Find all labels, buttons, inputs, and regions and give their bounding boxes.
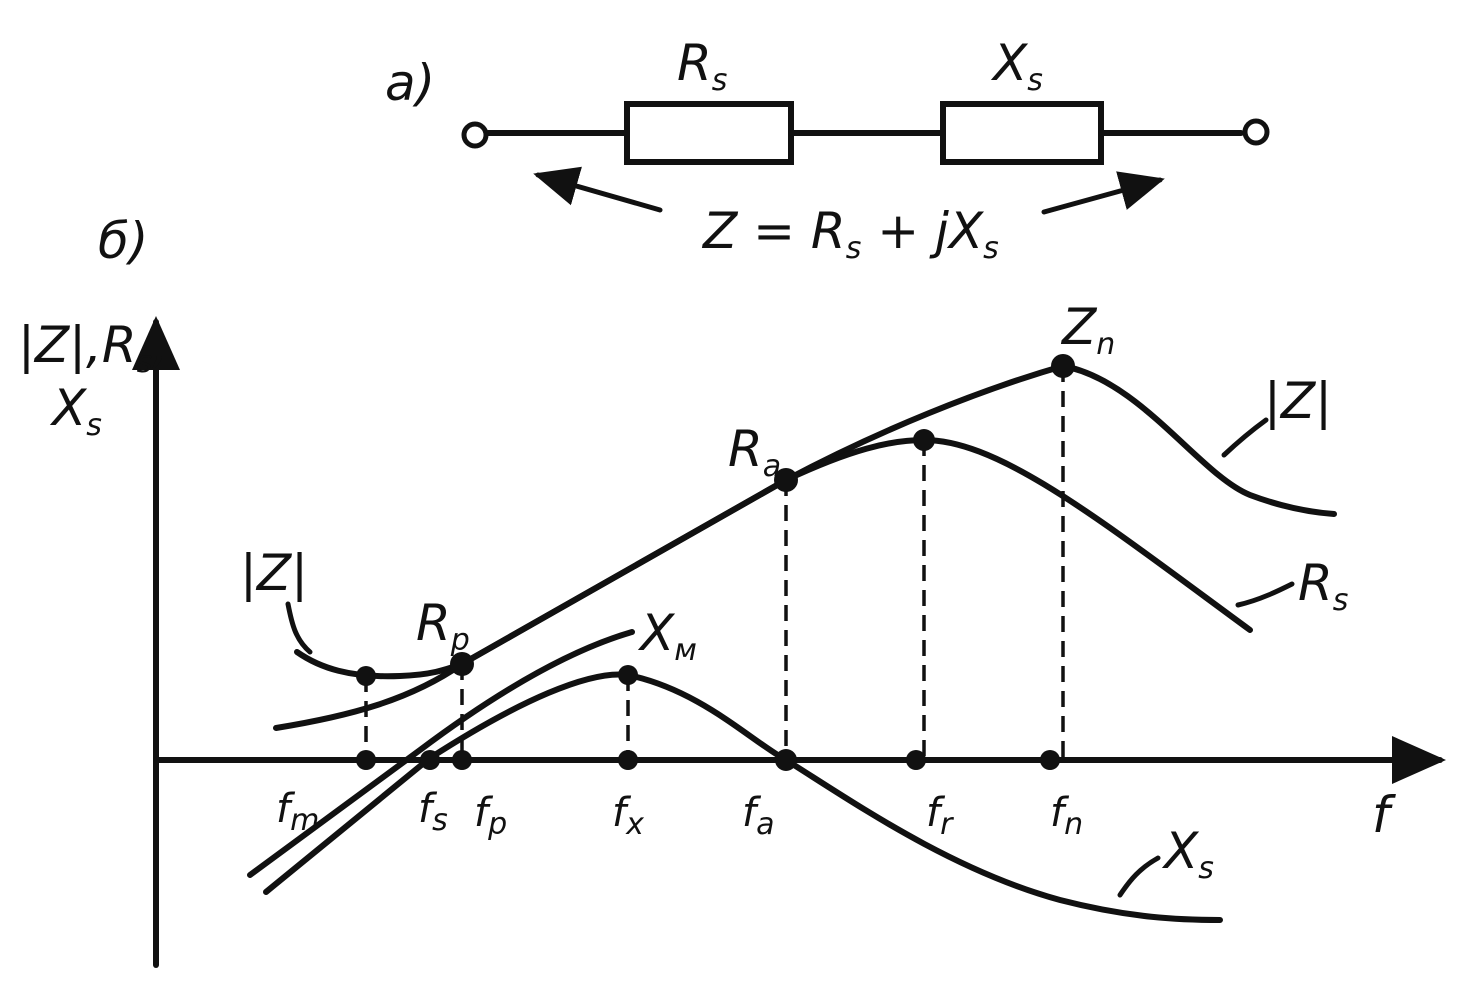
leader-rs bbox=[1235, 581, 1295, 608]
label-xm: Xм bbox=[637, 604, 697, 668]
arrow-left bbox=[533, 166, 663, 213]
axis-point-fx bbox=[618, 750, 638, 770]
point-zn bbox=[1051, 354, 1075, 378]
y-axis-label-line1: |Z|,Rs, bbox=[18, 316, 168, 380]
point-fm-curve bbox=[356, 666, 376, 686]
point-ra bbox=[774, 468, 798, 492]
label-xs: Xs bbox=[1161, 822, 1214, 886]
panel-a-label: а) bbox=[385, 54, 435, 112]
point-rp bbox=[450, 652, 474, 676]
axis-point-fp bbox=[452, 750, 472, 770]
leader-z-left bbox=[285, 601, 313, 655]
label-z-left: |Z| bbox=[240, 544, 308, 602]
label-rp: Rp bbox=[416, 594, 470, 658]
x-axis-label: f bbox=[1372, 786, 1396, 844]
curve-rs bbox=[273, 437, 1253, 731]
reactor-xs bbox=[940, 101, 1104, 165]
terminal-right bbox=[1242, 118, 1270, 146]
tick-fr: fr bbox=[926, 790, 954, 842]
tick-fs: fs bbox=[418, 786, 448, 838]
circuit-panel: а) Rs Xs Z = Rs + jXs bbox=[385, 34, 1270, 266]
leader-z-right bbox=[1221, 417, 1269, 458]
axis-point-fn bbox=[1040, 750, 1060, 770]
y-axis-label-line2: Xs bbox=[49, 379, 102, 443]
graph-panel: б) |Z|,Rs, Xs f bbox=[18, 212, 1446, 968]
tick-fm: fm bbox=[276, 786, 319, 838]
label-z-right: |Z| bbox=[1264, 372, 1332, 430]
label-ra: Ra bbox=[728, 420, 781, 484]
axis-point-fs bbox=[420, 750, 440, 770]
impedance-formula: Z = Rs + jXs bbox=[701, 202, 999, 266]
reactor-label: Xs bbox=[990, 34, 1043, 98]
leader-xs bbox=[1117, 855, 1161, 898]
tick-fn: fn bbox=[1050, 790, 1083, 842]
label-zn: Zn bbox=[1060, 298, 1115, 362]
resistor-rs bbox=[624, 101, 794, 165]
tick-fp: fp bbox=[474, 790, 507, 842]
label-rs: Rs bbox=[1298, 554, 1348, 618]
axis-point-fm bbox=[356, 750, 376, 770]
tick-fx: fx bbox=[612, 790, 644, 842]
point-xm-peak bbox=[618, 665, 638, 685]
curve-xm bbox=[247, 629, 635, 878]
resistor-label: Rs bbox=[677, 34, 727, 98]
axis-point-fa bbox=[775, 749, 797, 771]
curve-z-magnitude bbox=[294, 363, 1337, 680]
terminal-left bbox=[461, 121, 489, 149]
panel-b-label: б) bbox=[98, 212, 148, 270]
tick-fa: fa bbox=[742, 790, 774, 842]
axis-point-fr bbox=[906, 750, 926, 770]
point-rs-peak bbox=[913, 429, 935, 451]
arrow-right bbox=[1041, 171, 1165, 215]
